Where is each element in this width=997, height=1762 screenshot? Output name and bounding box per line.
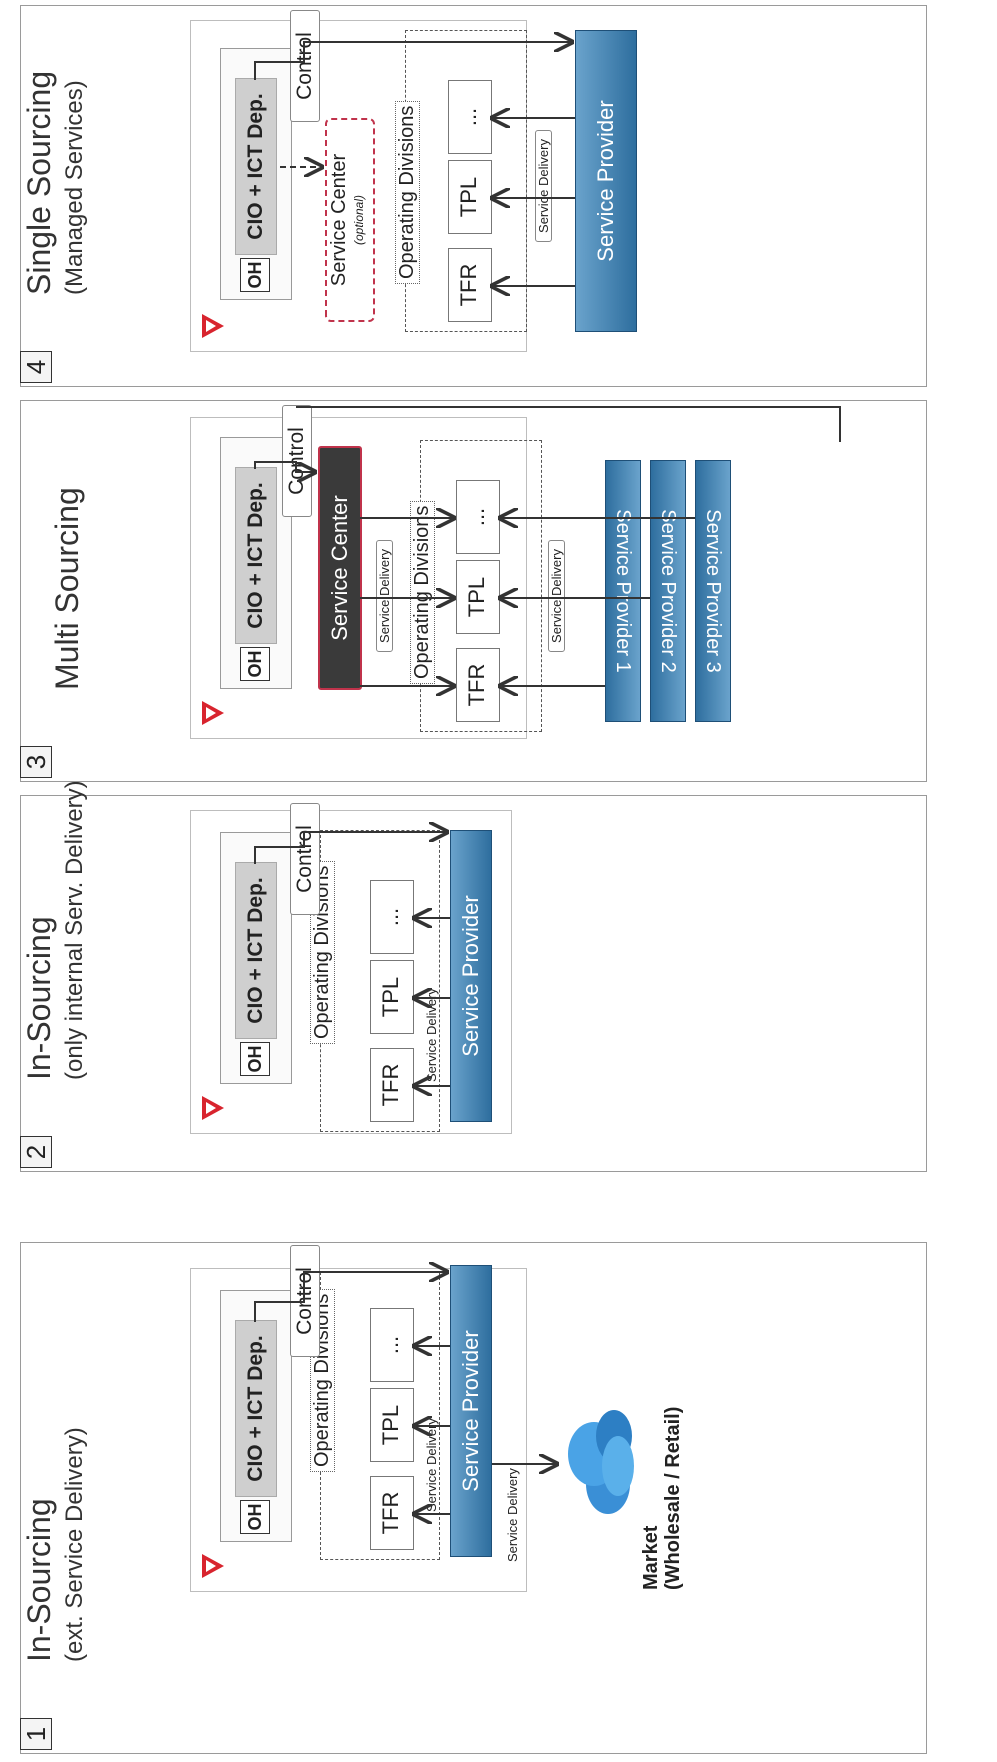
panel-3-control-to-providers — [296, 406, 841, 442]
company-logo-icon — [202, 1554, 224, 1578]
panel-4-control-arrow — [254, 42, 570, 80]
company-logo-icon — [202, 314, 224, 338]
panel-3-control-arrow — [254, 461, 313, 472]
market-cloud-icon — [568, 1410, 634, 1514]
panel-2-control-arrow — [254, 832, 445, 864]
company-logo-icon — [202, 701, 224, 725]
panel-1-control-arrow — [254, 1272, 445, 1322]
company-logo-icon — [202, 1096, 224, 1120]
